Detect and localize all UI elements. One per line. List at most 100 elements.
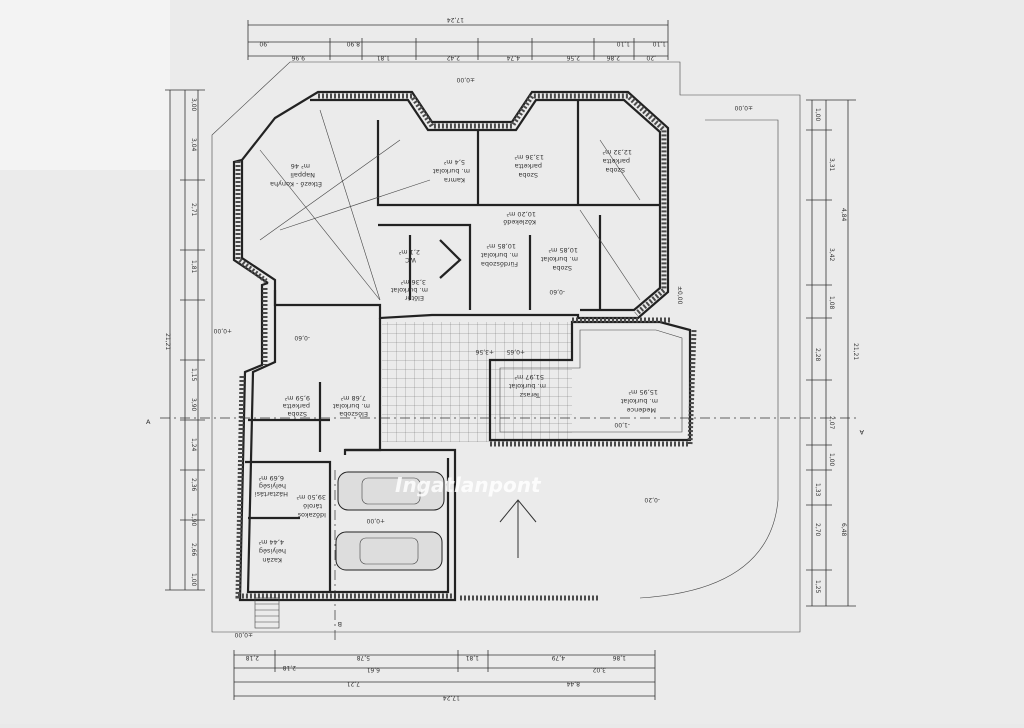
room-label-kamra: Kamra m. burkolat 5,4 m² — [432, 158, 470, 184]
room-sub: m. burkolat — [540, 255, 578, 263]
room-area: 15,95 m² — [628, 388, 658, 396]
room-name: Kamra — [444, 176, 465, 184]
dim-left-2: 2,71 — [190, 203, 197, 217]
dim-bottom-8: 1,86 — [612, 654, 626, 661]
room-label-terasz: Terasz m. burkolat 51,97 m² — [508, 373, 546, 399]
room-sub: Nappali — [290, 171, 315, 179]
dim-right-11: 1,25 — [814, 580, 821, 594]
room-name: Kazán — [262, 556, 282, 564]
terrace-tiling — [382, 322, 572, 442]
dim-right-5: 2,28 — [814, 348, 821, 362]
room-label-kazan: Kazán helyiség 4,44 m² — [258, 538, 286, 564]
room-area: 12,32 m² — [602, 148, 632, 156]
level-markers: ±0,00 ±0,00 +0,00 ±0,00 -0,60 -0,60 +0,6… — [213, 76, 753, 638]
dim-top-5: 2,42 — [446, 54, 460, 61]
dim-bottom-5: 6,61 — [366, 666, 380, 673]
room-label-kozlekedo: Közlekedő 10,20 m² — [503, 210, 536, 227]
dim-top-0: 17,24 — [447, 16, 464, 23]
room-name: Szoba — [518, 171, 538, 179]
room-area: 6,69 m² — [258, 474, 284, 482]
room-name: Étkező - Konyha — [270, 180, 322, 189]
dim-right-0: 1,00 — [814, 108, 821, 122]
room-area: 10,20 m² — [506, 210, 536, 218]
room-sub: m. burkolat — [620, 397, 658, 405]
room-area: 39,50 m² — [296, 493, 326, 501]
watermark-text: Ingatlanpont — [395, 473, 542, 497]
dim-right-8: 6,48 — [840, 523, 847, 537]
dimension-lines-left: 3,00 3,04 2,71 1,81 1,15 21,21 3,90 1,24… — [164, 89, 205, 591]
level-marker-1: ±0,00 — [734, 104, 753, 111]
room-name: Időzakos — [297, 511, 326, 520]
room-label-medence: Medence m. burkolat 15,95 m² — [620, 388, 658, 414]
section-mark-a-left: A — [146, 418, 151, 426]
dim-left-3: 1,81 — [190, 260, 197, 274]
room-name: Szoba — [552, 264, 572, 272]
room-label-szoba-w: Szoba parketta 9,59 m² — [283, 394, 310, 418]
dim-right-3: 3,42 — [828, 248, 835, 262]
level-marker-0: ±0,00 — [456, 76, 475, 83]
room-label-wc: WC 2,1 m² — [398, 248, 420, 264]
level-marker-11: ±0,00 — [234, 631, 253, 638]
hedge-vegetation — [235, 93, 697, 601]
stairs — [254, 597, 280, 629]
dim-bottom-4: 1,81 — [465, 654, 479, 661]
dim-left-8: 2,36 — [190, 478, 197, 492]
room-label-haloszoba: Szoba parketta 12,32 m² — [602, 148, 632, 174]
dim-right-2: 4,84 — [840, 208, 847, 222]
dim-left-4: 1,15 — [190, 368, 197, 382]
room-area: 2,1 m² — [398, 248, 420, 256]
room-name: Medence — [627, 406, 656, 414]
dim-right-6: 2,07 — [828, 416, 835, 430]
room-name: Szoba — [287, 410, 307, 418]
dim-right-9: 1,33 — [814, 483, 821, 497]
dim-left-5: 21,21 — [164, 333, 171, 350]
room-area: 4,44 m² — [258, 538, 284, 546]
dimension-lines-top: 17,24 8,90 1,10 9,96 1,81 2,42 4,74 2,56… — [247, 16, 669, 61]
room-sub: m. burkolat — [390, 286, 428, 294]
dim-bottom-6: 7,21 — [346, 680, 360, 687]
driveway-curve — [639, 119, 779, 599]
level-marker-5: -0,60 — [549, 288, 565, 295]
room-area: 7,68 m² — [340, 394, 366, 402]
room-name: Előszoba — [339, 410, 368, 419]
room-name: Előtér — [405, 294, 424, 303]
room-area: 3,36 m² — [400, 278, 426, 286]
dim-top-10: ,90 — [259, 40, 269, 47]
room-sub: parketta — [515, 162, 542, 170]
room-label-eloter: Előtér m. burkolat 3,36 m² — [390, 278, 428, 303]
room-area: 13,36 m² — [514, 153, 544, 161]
dim-top-2: 1,10 — [616, 40, 630, 47]
room-sub: parketta — [283, 402, 310, 410]
dim-top-8: 2,86 — [606, 54, 620, 61]
reference-lines — [160, 109, 860, 640]
room-sub: m. burkolat — [480, 251, 518, 259]
room-name: Közlekedő — [503, 218, 536, 227]
dim-left-7: 1,24 — [190, 438, 197, 452]
dim-right-1: 3,31 — [828, 158, 835, 172]
dim-right-12: 21,21 — [852, 343, 859, 360]
room-label-furdo: Fürdőszoba m. burkolat 10,85 m² — [480, 242, 518, 269]
level-marker-4: -0,60 — [294, 334, 310, 341]
dim-left-0: 3,00 — [190, 98, 197, 112]
car-lower — [335, 531, 443, 571]
dim-bottom-0: 2,18 — [245, 654, 259, 661]
room-sub: m. burkolat — [332, 402, 370, 410]
dim-right-4: 1,08 — [828, 296, 835, 310]
room-area: m² 46 — [291, 162, 310, 170]
room-sub: tároló — [303, 502, 322, 510]
room-name: Terasz — [519, 391, 541, 399]
level-marker-3: ±0,00 — [676, 286, 683, 305]
car-upper — [337, 471, 445, 511]
room-area: 10,85 m² — [486, 242, 516, 250]
dim-left-1: 3,04 — [190, 138, 197, 152]
dim-left-6: 3,90 — [190, 398, 197, 412]
dim-left-10: 2,66 — [190, 543, 197, 557]
room-label-nappali: Étkező - Konyha Nappali m² 46 — [270, 162, 322, 189]
dim-bottom-3: 4,79 — [551, 654, 565, 661]
dim-bottom-1: 2,18 — [282, 664, 296, 671]
dim-top-9: ,20 — [646, 54, 656, 61]
dim-top-1: 8,90 — [346, 40, 360, 47]
level-marker-7: +3,56 — [475, 348, 494, 355]
